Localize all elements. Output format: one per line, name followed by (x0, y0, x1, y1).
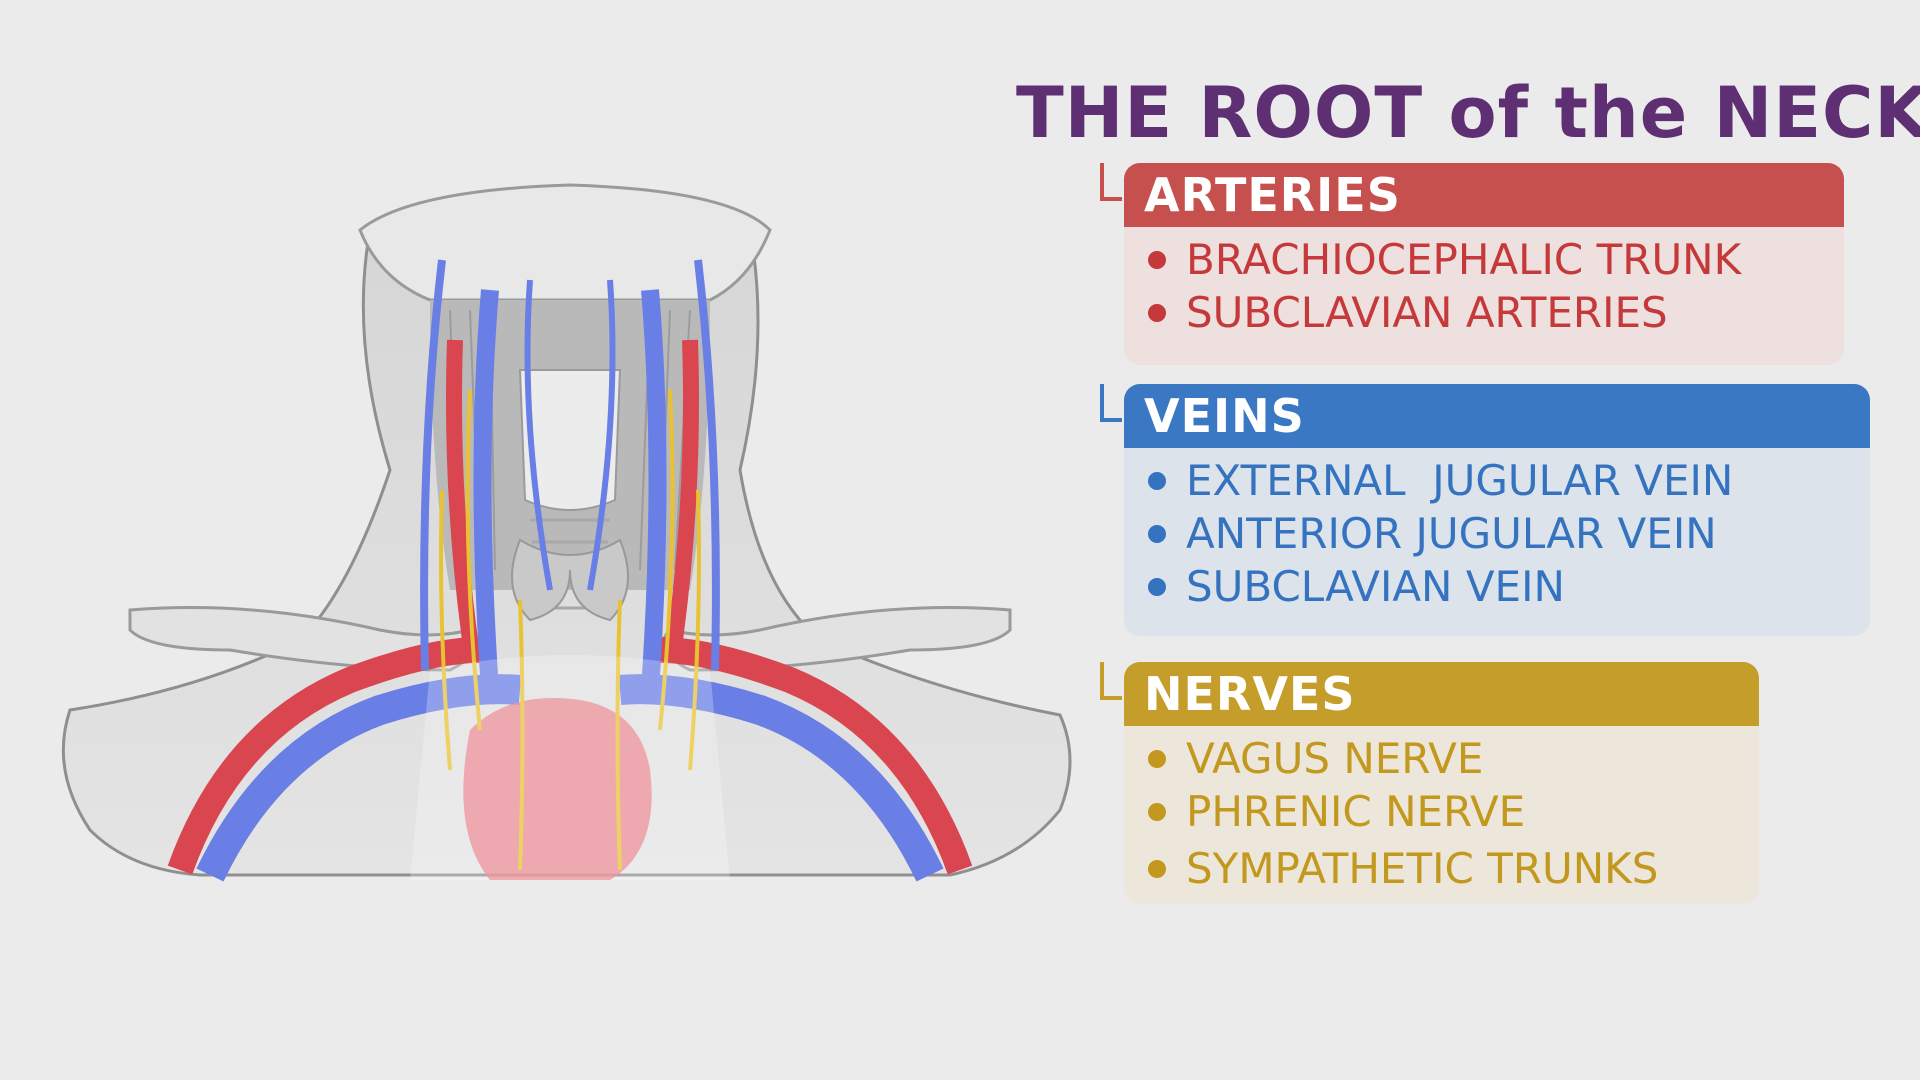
thyroid-gland (511, 538, 629, 622)
arteries-group: ARTERIES BRACHIOCEPHALIC TRUNK SUBCLAVIA… (1100, 163, 1844, 365)
carotid-artery-right (667, 339, 699, 642)
nerves-drawing (439, 389, 701, 871)
internal-jugular-vein-right (641, 289, 667, 691)
aortic-arch-heart (463, 698, 652, 880)
veins-bracket-connector (1100, 384, 1122, 422)
bullet-icon (1148, 525, 1166, 543)
nerves-bracket-connector (1100, 662, 1122, 700)
slide-title: THE ROOT of the NECK (1016, 72, 1920, 154)
veins-header: VEINS (1124, 384, 1870, 448)
arteries-header: ARTERIES (1124, 163, 1844, 227)
list-item: SYMPATHETIC TRUNKS (1148, 842, 1759, 895)
bullet-icon (1148, 304, 1166, 322)
arteries-header-label: ARTERIES (1144, 168, 1401, 222)
veins-list: EXTERNAL JUGULAR VEIN ANTERIOR JUGULAR V… (1124, 448, 1870, 636)
nerves-header-label: NERVES (1144, 667, 1356, 721)
nerves-header: NERVES (1124, 662, 1759, 726)
subclavian-vein-left (196, 674, 522, 882)
veins-header-label: VEINS (1144, 389, 1305, 443)
neck-anatomy-illustration (61, 183, 1072, 882)
bullet-icon (1148, 750, 1166, 768)
bullet-icon (1148, 578, 1166, 596)
veins-group: VEINS EXTERNAL JUGULAR VEIN ANTERIOR JUG… (1100, 384, 1870, 636)
nerves-list: VAGUS NERVE PHRENIC NERVE SYMPATHETIC TR… (1124, 726, 1759, 904)
anterior-jugular-veins (524, 279, 616, 591)
internal-jugular-vein-left (473, 289, 499, 691)
subclavian-artery-right (659, 637, 973, 875)
carotid-artery-left (446, 339, 478, 642)
list-item: EXTERNAL JUGULAR VEIN (1148, 454, 1870, 507)
bullet-icon (1148, 860, 1166, 878)
sternum-overlay (410, 655, 730, 880)
external-jugular-vein-left (420, 259, 446, 671)
larynx-trachea (518, 369, 622, 511)
nerves-group: NERVES VAGUS NERVE PHRENIC NERVE SYMPATH… (1100, 662, 1759, 904)
subclavian-vein-right (618, 674, 944, 882)
bullet-icon (1148, 803, 1166, 821)
arteries-bracket-connector (1100, 163, 1122, 201)
list-item: ANTERIOR JUGULAR VEIN (1148, 507, 1870, 560)
subclavian-artery-left (167, 637, 481, 875)
list-item: SUBCLAVIAN ARTERIES (1148, 286, 1844, 339)
bullet-icon (1148, 472, 1166, 490)
arteries-list: BRACHIOCEPHALIC TRUNK SUBCLAVIAN ARTERIE… (1124, 227, 1844, 365)
list-item: VAGUS NERVE (1148, 732, 1759, 785)
list-item: BRACHIOCEPHALIC TRUNK (1148, 233, 1844, 286)
mandible-shape (358, 183, 772, 302)
list-item: PHRENIC NERVE (1148, 785, 1759, 838)
external-jugular-vein-right (694, 259, 720, 671)
list-item: SUBCLAVIAN VEIN (1148, 560, 1870, 613)
bullet-icon (1148, 251, 1166, 269)
